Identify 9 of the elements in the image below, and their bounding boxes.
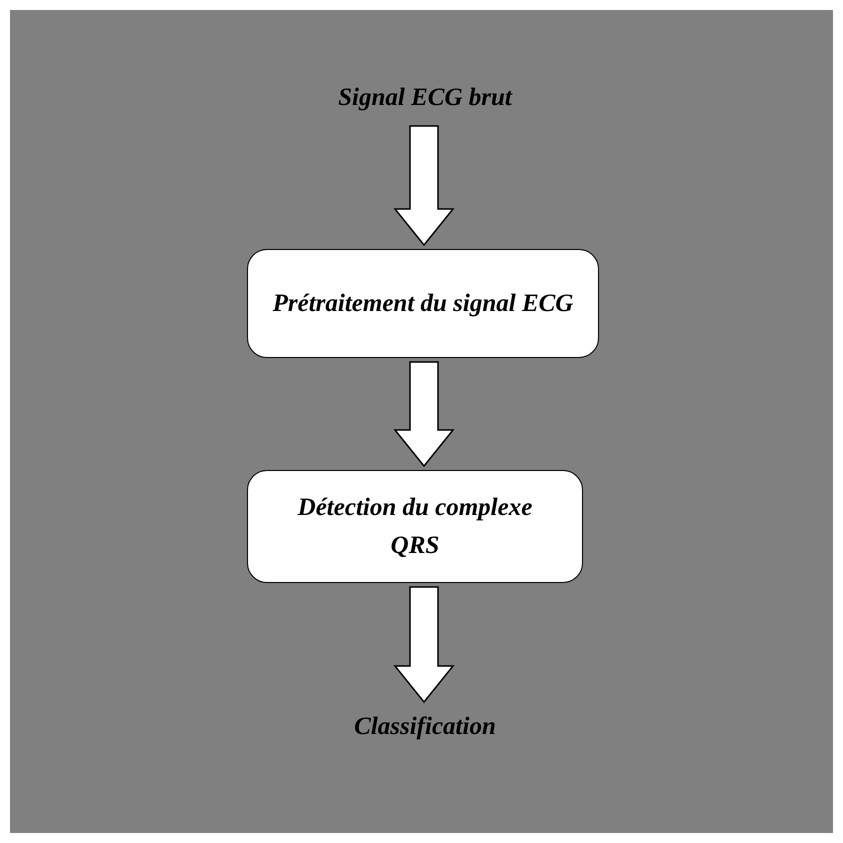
flow-label: Classification [354,712,496,742]
block-arrow [393,361,455,468]
process-box [247,470,583,583]
flow-label: Signal ECG brut [338,83,512,114]
block-arrow [393,125,455,246]
process-box [247,249,599,358]
box-label: Prétraitement du signal ECG [272,288,574,319]
block-arrow [393,586,455,704]
box-label: Détection du complexe QRS [296,493,534,560]
